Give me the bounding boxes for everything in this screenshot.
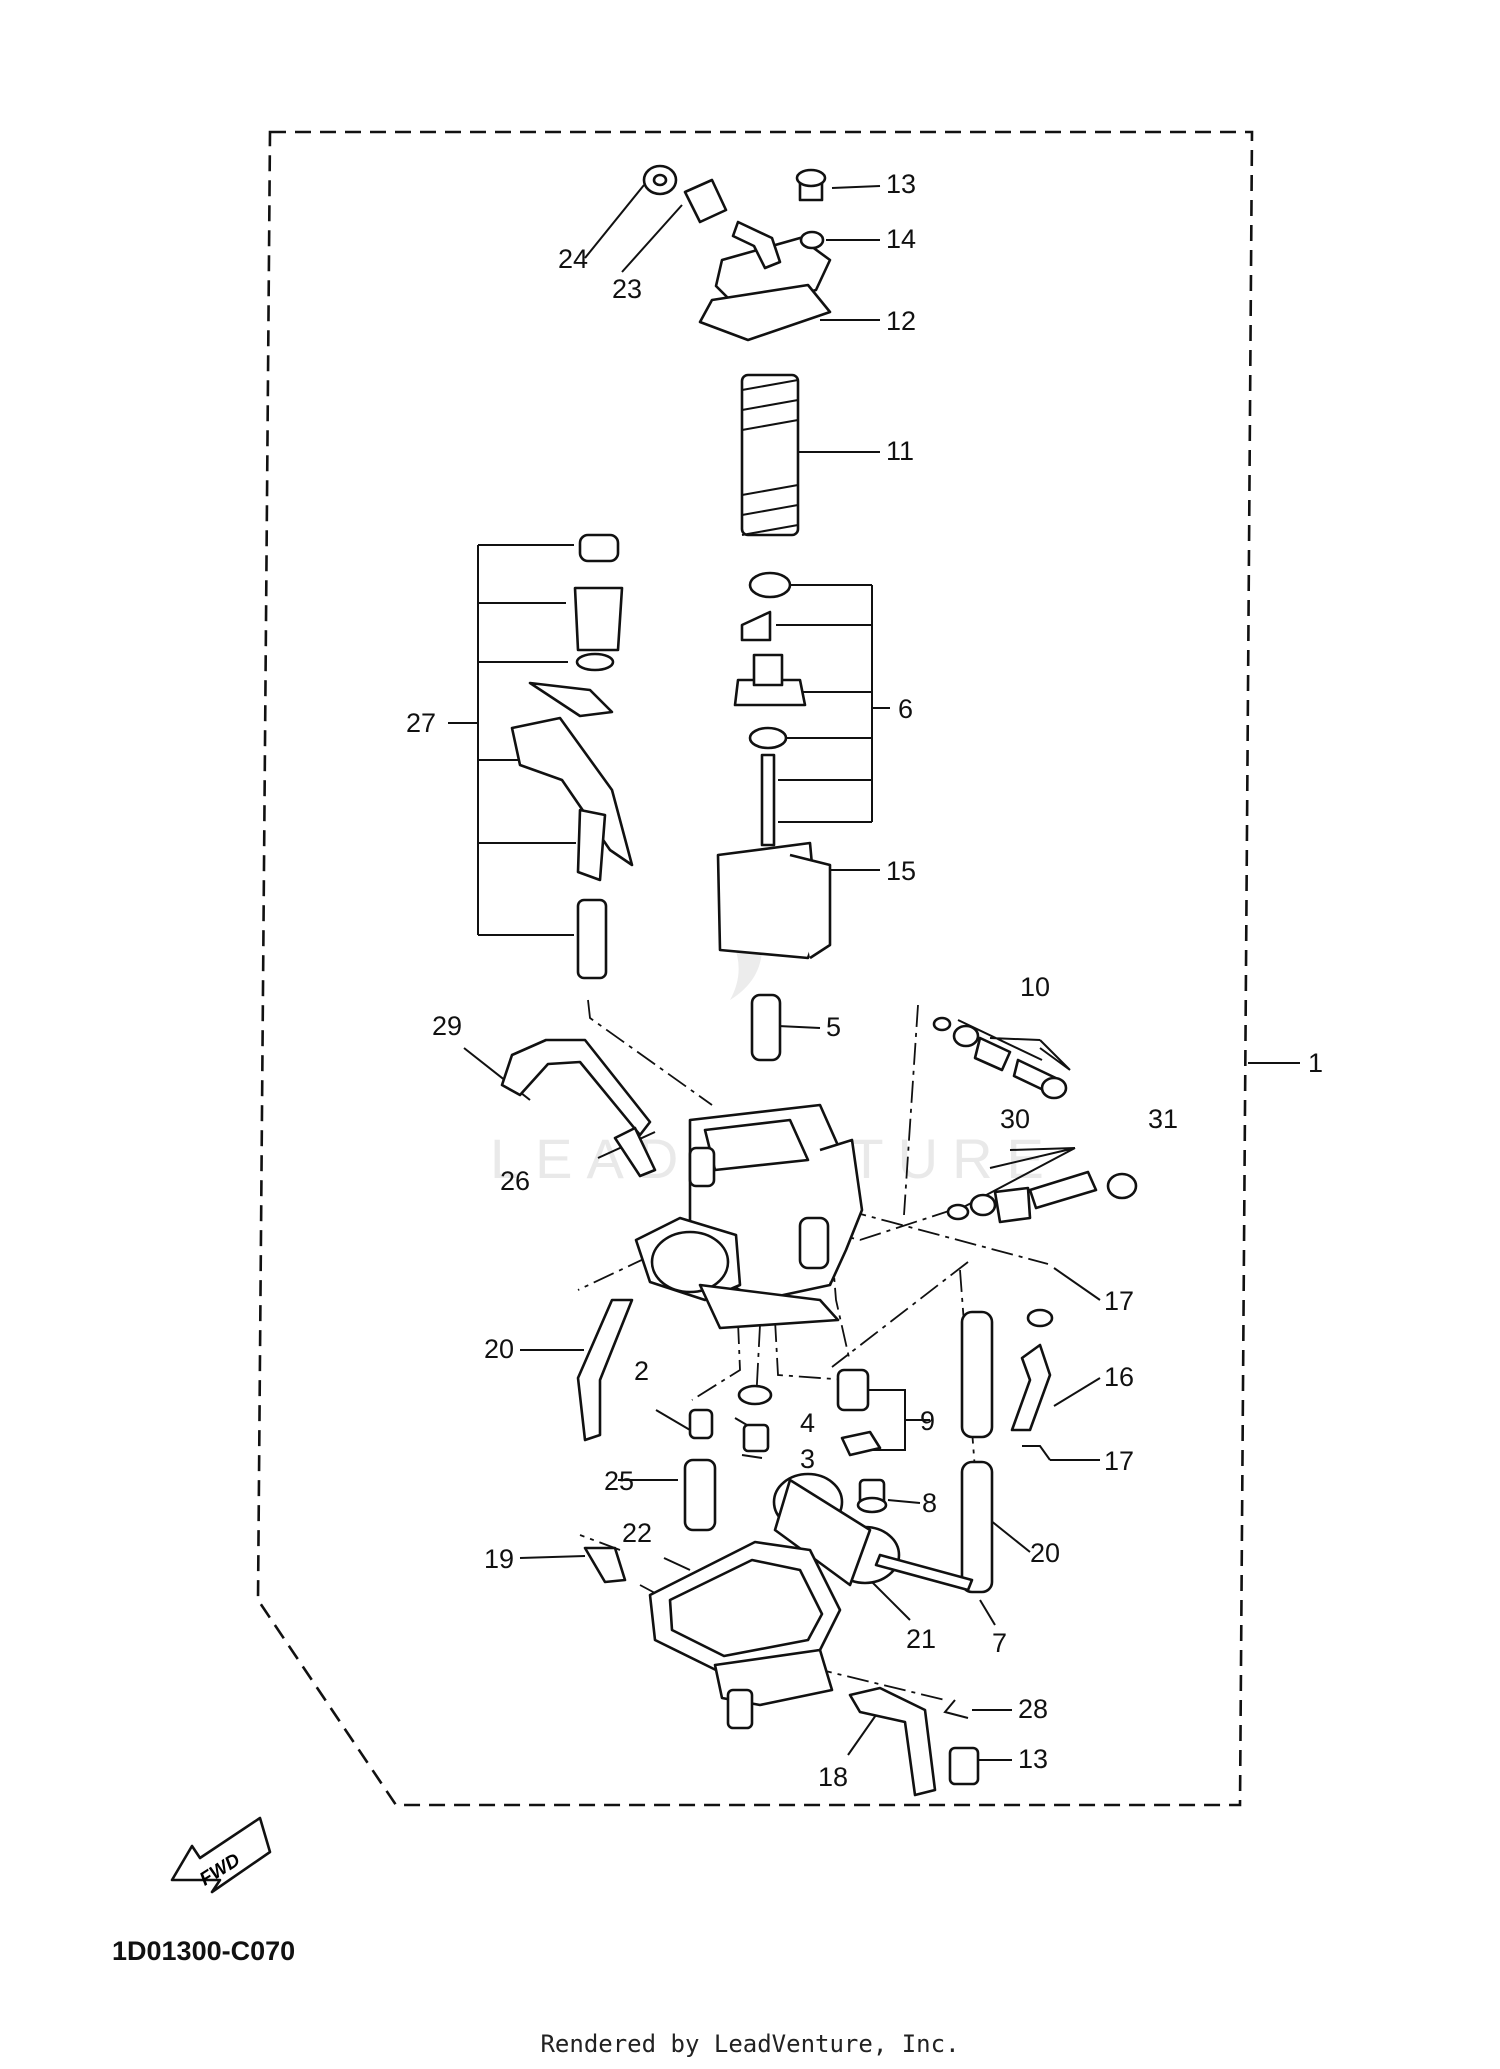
part-26-screw <box>613 1126 657 1178</box>
part-19-screw <box>583 1546 627 1584</box>
callout-1: 1 <box>1308 1048 1323 1078</box>
part-14-washer <box>799 230 825 250</box>
callout-4: 4 <box>800 1408 815 1438</box>
leader-lines <box>463 184 1300 1761</box>
callout-28: 28 <box>1018 1694 1048 1724</box>
callout-24: 24 <box>558 244 588 274</box>
callout-27: 27 <box>406 708 436 738</box>
callout-labels: 1 2 3 4 5 6 7 8 9 10 11 12 13 14 15 16 1… <box>406 169 1323 1792</box>
callout-5: 5 <box>826 1012 841 1042</box>
callout-20-right: 20 <box>1030 1538 1060 1568</box>
part-28-clip <box>943 1699 969 1719</box>
callout-9: 9 <box>920 1406 935 1436</box>
callout-25: 25 <box>604 1466 634 1496</box>
fwd-arrow-icon: FWD <box>170 1816 272 1894</box>
part-9-valve <box>836 1368 870 1412</box>
callout-26: 26 <box>500 1166 530 1196</box>
callout-16: 16 <box>1104 1362 1134 1392</box>
part-20-hose-right-top <box>960 1310 994 1439</box>
part-11-spring <box>740 373 800 537</box>
callout-19: 19 <box>484 1544 514 1574</box>
part-22-float-bowl <box>648 1540 842 1730</box>
callout-17-top: 17 <box>1104 1286 1134 1316</box>
callout-13-lower: 13 <box>1018 1744 1048 1774</box>
part-20-hose-left <box>576 1298 634 1442</box>
part-6-seat <box>748 571 792 599</box>
part-20-hose-right-bottom <box>960 1460 994 1594</box>
part-29-hose <box>500 1038 652 1137</box>
callout-12: 12 <box>886 306 916 336</box>
callout-18: 18 <box>818 1762 848 1792</box>
callout-30: 30 <box>1000 1104 1030 1134</box>
part-31-cap <box>1106 1172 1138 1200</box>
callout-10: 10 <box>1020 972 1050 1002</box>
part-12-gasket <box>698 283 832 342</box>
callout-15: 15 <box>886 856 916 886</box>
carburetor-body <box>634 1103 864 1330</box>
part-16-tube <box>1010 1343 1052 1432</box>
part-5-jet <box>750 993 782 1062</box>
render-credit: Rendered by LeadVenture, Inc. <box>540 2030 960 2058</box>
part-3-jet <box>742 1423 770 1453</box>
part-27-assembly <box>510 533 634 980</box>
part-21-float <box>772 1472 901 1587</box>
part-4-washer <box>737 1384 773 1406</box>
diagram-code: 1D01300-C070 <box>112 1936 296 1966</box>
part-13-screw-lower <box>948 1746 980 1786</box>
callout-8: 8 <box>922 1488 937 1518</box>
callout-21: 21 <box>906 1624 936 1654</box>
callout-20-left: 20 <box>484 1334 514 1364</box>
callout-23: 23 <box>612 274 642 304</box>
part-7-pin <box>874 1553 974 1592</box>
parts <box>500 164 1138 1797</box>
callout-31: 31 <box>1148 1104 1178 1134</box>
callout-29: 29 <box>432 1011 462 1041</box>
callout-6: 6 <box>898 694 913 724</box>
callout-17-bottom: 17 <box>1104 1446 1134 1476</box>
assembly-boundary <box>256 130 1254 1807</box>
part-18-hose <box>848 1686 937 1797</box>
part-23-cap <box>683 178 728 224</box>
part-17-clip-bottom <box>1022 1445 1051 1461</box>
callout-14: 14 <box>886 224 916 254</box>
callout-13: 13 <box>886 169 916 199</box>
part-25-tube <box>683 1458 717 1532</box>
callout-7: 7 <box>992 1628 1007 1658</box>
callout-brackets <box>448 544 1076 1451</box>
callout-22: 22 <box>622 1518 652 1548</box>
callout-11: 11 <box>886 436 914 466</box>
callout-3: 3 <box>800 1444 815 1474</box>
part-2-jet <box>688 1408 714 1440</box>
part-17-clip-top <box>1026 1308 1054 1328</box>
callout-2: 2 <box>634 1356 649 1386</box>
